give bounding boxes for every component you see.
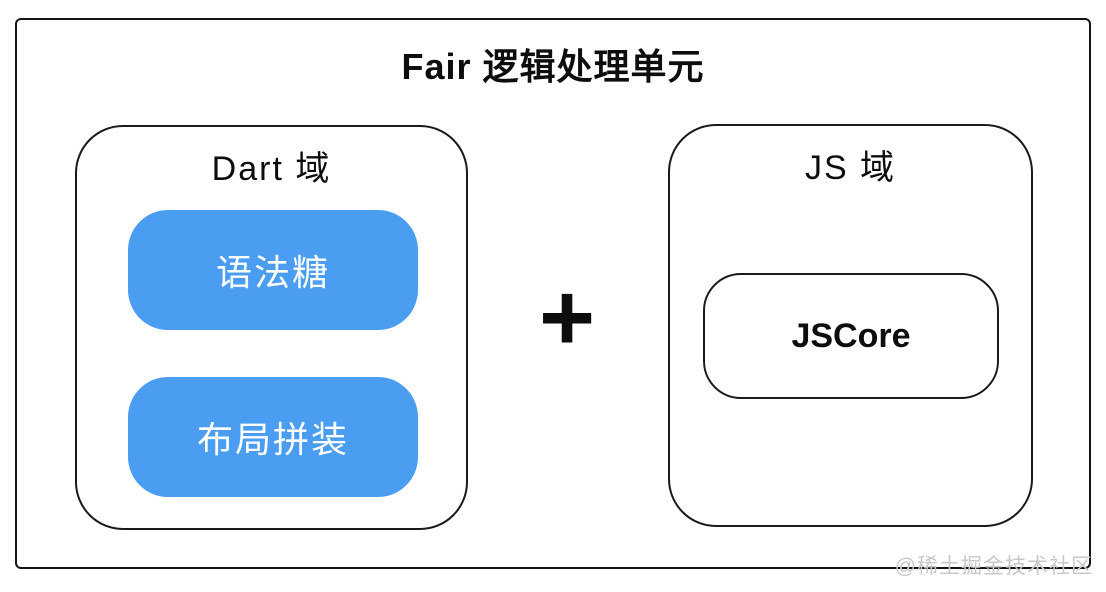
dart-domain-label: Dart 域 <box>211 150 332 188</box>
watermark: @稀土掘金技术社区 <box>894 555 1093 578</box>
dart-item-layout-assembly: 布局拼装 <box>128 377 418 497</box>
outer-frame: Fair 逻辑处理单元 Dart 域 语法糖 布局拼装 + JS 域 JSCor… <box>15 18 1092 578</box>
plus-operator: + <box>538 264 596 371</box>
js-domain-box: JS 域 JSCore <box>668 124 1033 527</box>
dart-item-layout-assembly-label: 布局拼装 <box>196 419 349 460</box>
js-domain-label: JS 域 <box>804 149 897 187</box>
dart-domain-box: Dart 域 语法糖 布局拼装 <box>75 125 468 530</box>
dart-item-syntax-sugar: 语法糖 <box>128 210 418 330</box>
js-item-jscore: JSCore <box>703 273 999 399</box>
diagram-title: Fair 逻辑处理单元 <box>401 46 705 87</box>
js-item-jscore-label: JSCore <box>791 316 911 355</box>
dart-item-syntax-sugar-label: 语法糖 <box>215 252 330 293</box>
